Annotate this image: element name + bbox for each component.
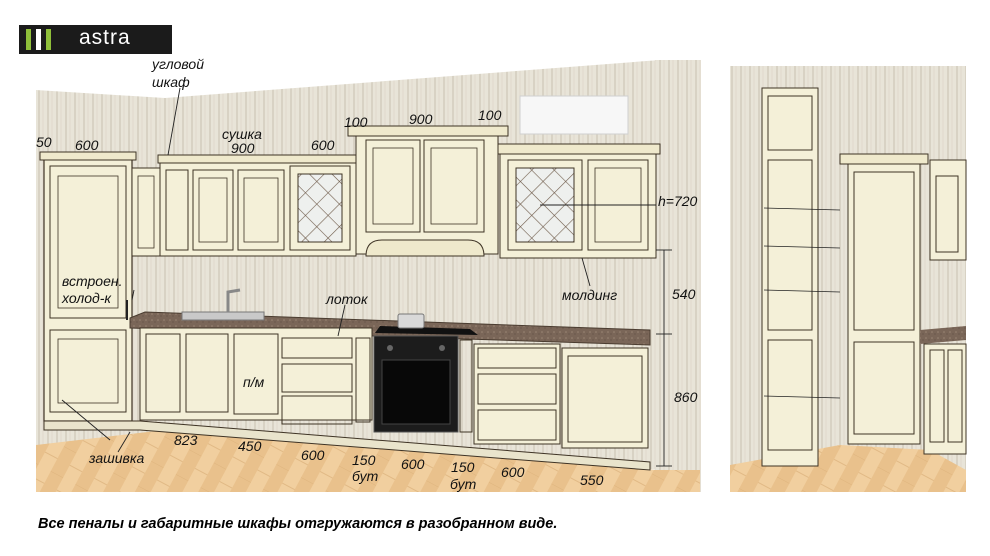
- label-tray: лоток: [325, 291, 369, 307]
- dim-100-right: 100: [478, 107, 502, 123]
- dim-100-left: 100: [344, 114, 368, 130]
- dim-860: 860: [674, 389, 698, 405]
- dimension-lines: [61, 87, 672, 467]
- dim-upper-height: h=720: [658, 193, 698, 209]
- dim-550: 550: [580, 472, 604, 488]
- side-tall-cabinet: [761, 87, 819, 467]
- glass-door-left: [297, 173, 343, 243]
- dim-50: 50: [36, 134, 52, 150]
- pot: [397, 313, 425, 329]
- label-molding: молдинг: [562, 287, 617, 303]
- label-plinth: зашивка: [88, 450, 144, 466]
- dim-600-c: 600: [501, 464, 525, 480]
- dim-900-hood: 900: [409, 111, 433, 127]
- label-corner-cabinet-2: шкаф: [152, 74, 190, 90]
- lower-cabinets: [139, 327, 649, 449]
- caption: Все пеналы и габаритные шкафы отгружаютс…: [38, 516, 558, 532]
- side-dimension-lines: [763, 207, 841, 399]
- dim-600-left: 600: [75, 137, 99, 153]
- faucet: [226, 288, 241, 312]
- logo-text: astra: [79, 26, 131, 49]
- label-corner-cabinet-1: угловой: [151, 56, 204, 72]
- dim-600-b: 600: [401, 456, 425, 472]
- air-conditioner: [519, 95, 629, 135]
- upper-cabinets: [131, 125, 661, 259]
- side-view: [730, 66, 967, 492]
- label-dryer-width: 900: [231, 140, 255, 156]
- logo-bar-3: [46, 29, 51, 50]
- dim-150-a: 150: [352, 452, 376, 468]
- label-dryer: сушка: [222, 126, 262, 142]
- dim-540: 540: [672, 286, 696, 302]
- main-view: [36, 60, 701, 492]
- dim-150-b: 150: [451, 459, 475, 475]
- label-but-a: бут: [352, 468, 379, 484]
- label-dishwasher: п/м: [243, 374, 265, 390]
- logo-bar-2: [36, 29, 41, 50]
- column: [655, 60, 701, 492]
- plinth: [43, 420, 651, 471]
- dim-450: 450: [238, 438, 262, 454]
- fridge-column: [39, 151, 137, 422]
- label-fridge-1: встроен.: [62, 273, 122, 289]
- dim-600-a: 600: [301, 447, 325, 463]
- astra-logo: astra: [19, 25, 172, 54]
- label-but-b: бут: [450, 476, 477, 492]
- sink: [181, 311, 265, 321]
- dim-823: 823: [174, 432, 198, 448]
- floor: [36, 430, 700, 492]
- side-fridge-column: [839, 153, 967, 455]
- label-fridge-2: холод-к: [61, 290, 112, 306]
- logo-bar-1: [26, 29, 31, 50]
- dim-600-mid: 600: [311, 137, 335, 153]
